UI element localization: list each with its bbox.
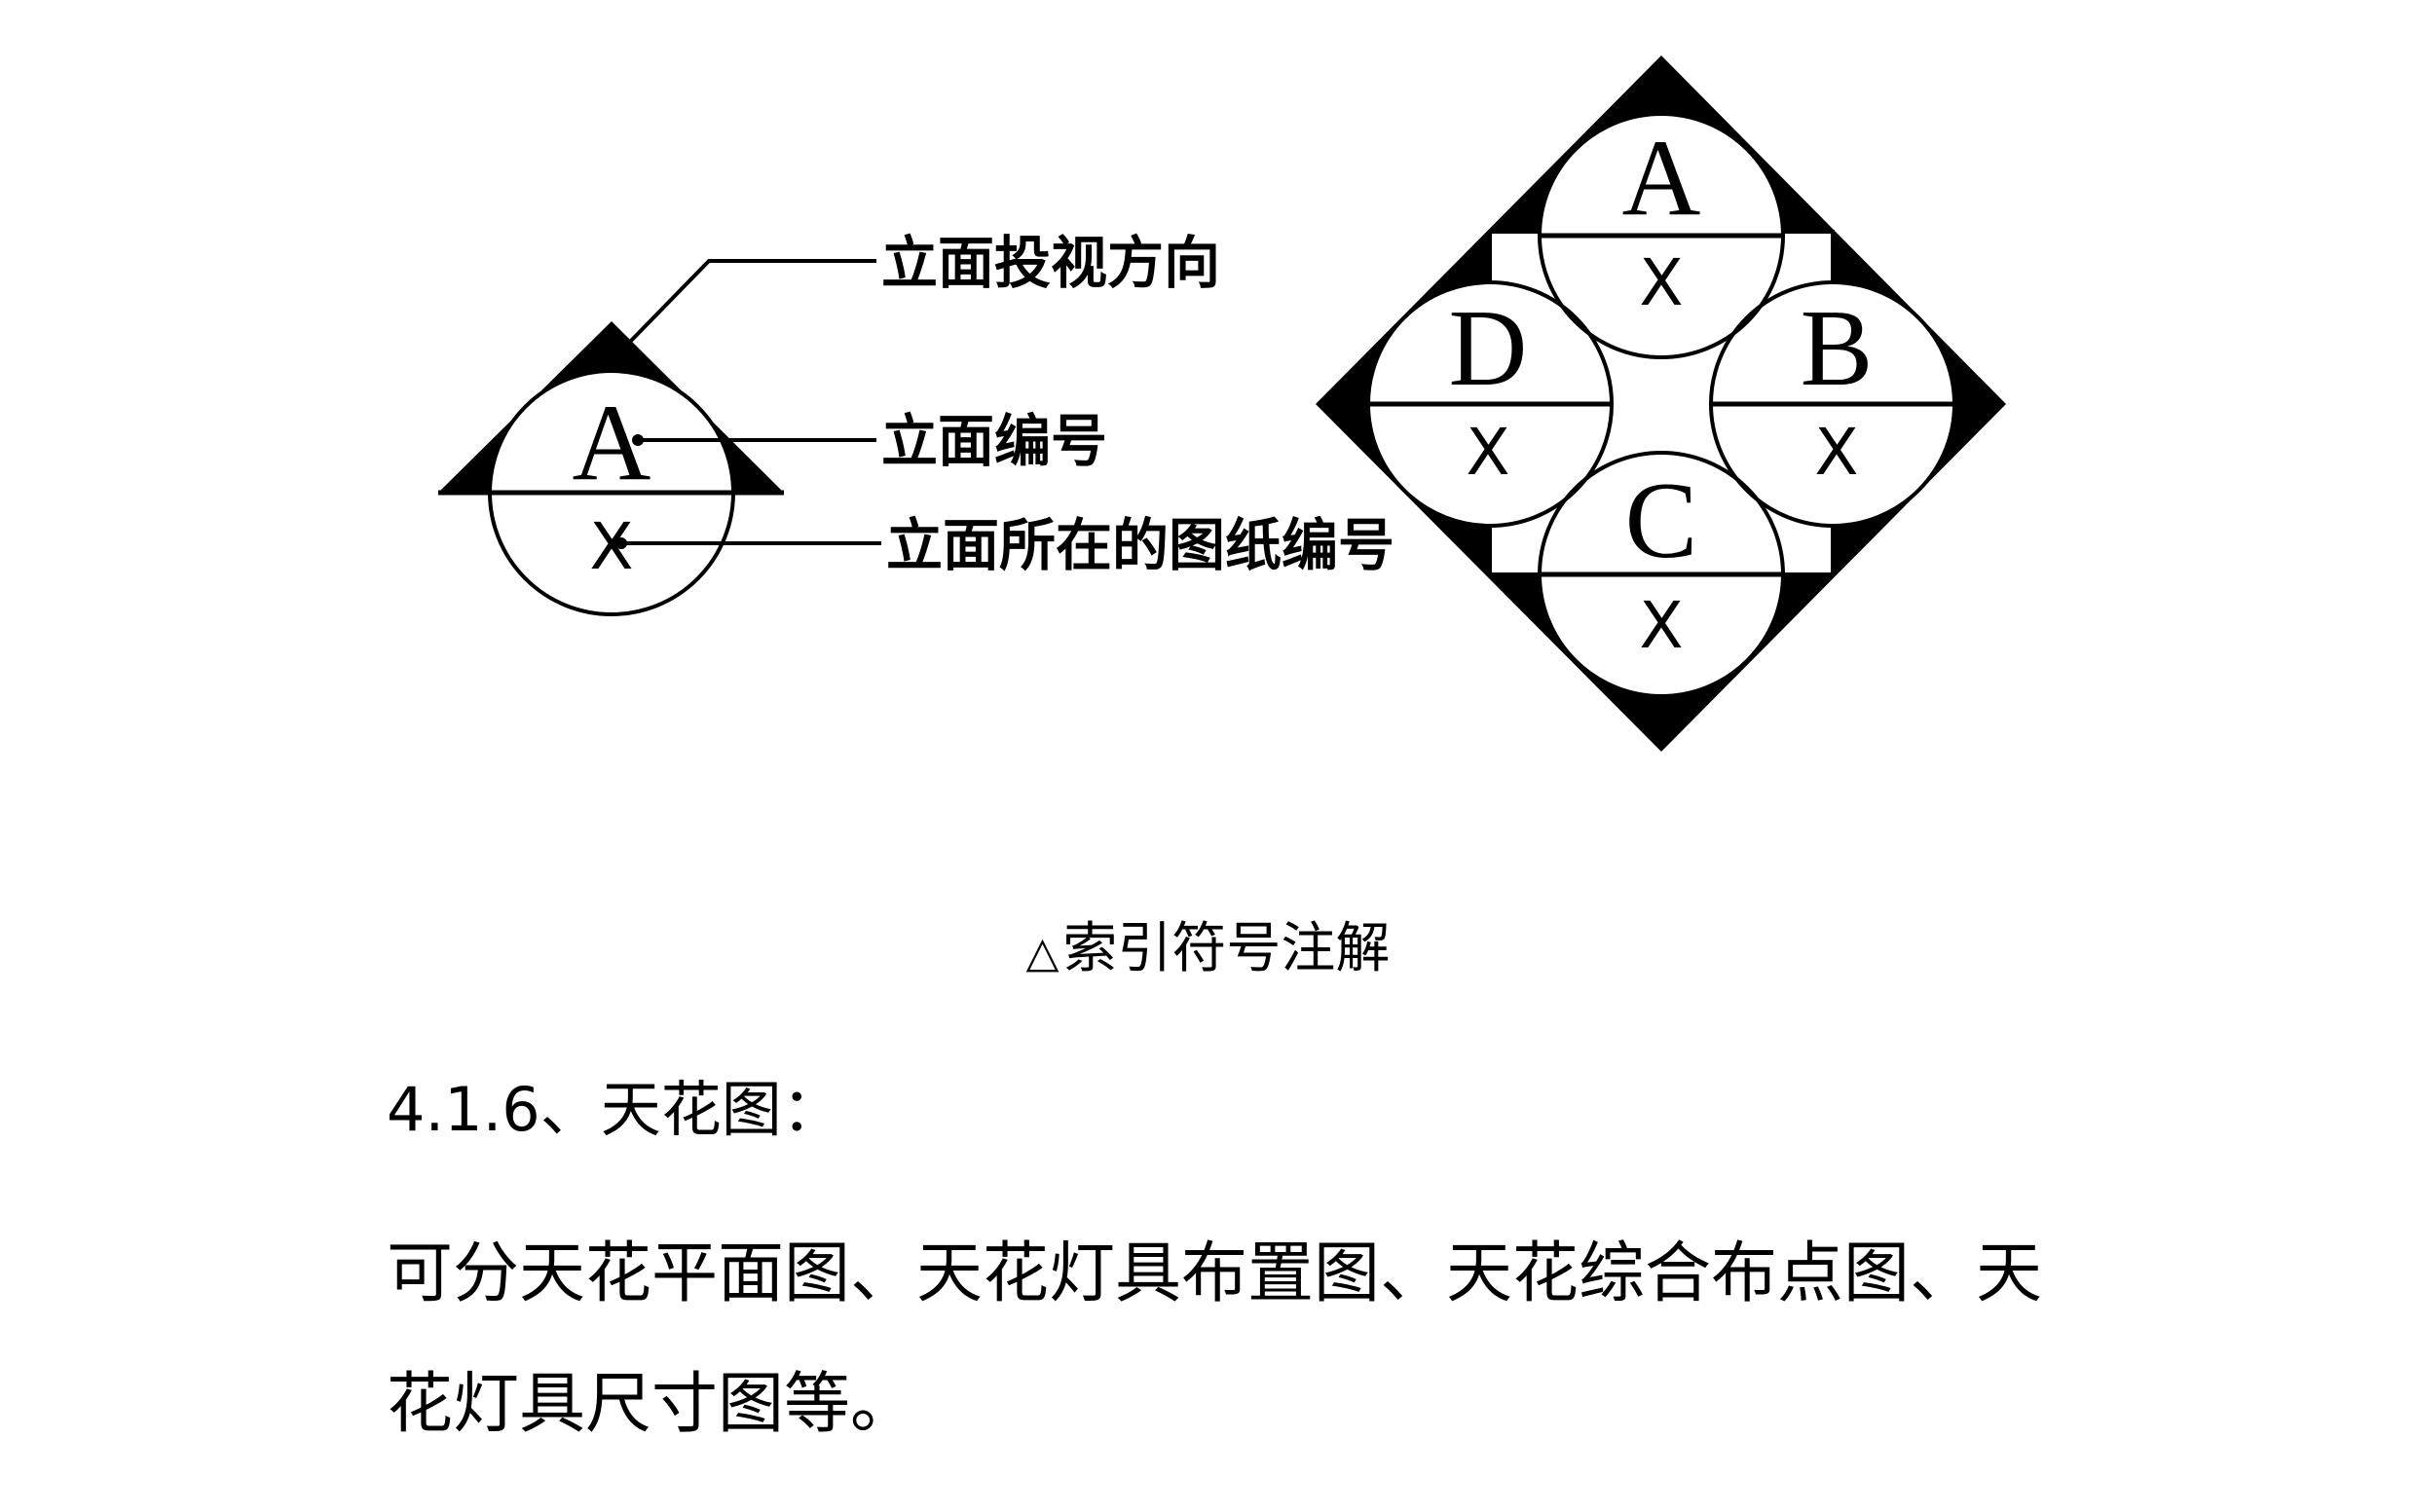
letter-bottom: C [1625, 461, 1698, 581]
sheet-mark-left: X [1466, 415, 1509, 490]
paragraph-line: 花灯具尺寸图等。 [387, 1366, 917, 1443]
sheet-mark-top: X [1639, 245, 1683, 320]
quad-index-symbol: A X B X C X D X [1316, 55, 2006, 752]
triangle-marker-icon: △ [1025, 928, 1059, 977]
sheet-mark-right: X [1814, 415, 1858, 490]
caption-text: 索引符号注解 [1062, 917, 1391, 980]
sheet-mark: X [589, 509, 633, 584]
letter-right: B [1801, 288, 1874, 409]
section-paragraph: 可分天花平面图、天花灯具布置图、天花综合布点图、天 花灯具尺寸图等。 [387, 1209, 2062, 1470]
single-index-symbol: A X [438, 321, 784, 616]
leader-direction [629, 259, 876, 343]
index-symbol-diagram: A X 立面投视方向 立面编号 立面所在的图纸编号 [438, 55, 2006, 752]
letter-left: D [1449, 288, 1528, 409]
label-elevation-number: 立面编号 [881, 408, 1107, 474]
section-heading: 4.1.6、天花图： [387, 1074, 842, 1145]
letter-top: A [1622, 118, 1701, 239]
paragraph-line: 可分天花平面图、天花灯具布置图、天花综合布点图、天 [387, 1235, 2043, 1312]
label-direction: 立面投视方向 [881, 230, 1220, 296]
sheet-mark-bottom: X [1639, 588, 1683, 663]
figure-caption: △索引符号注解 [0, 910, 2416, 992]
leader-lines [615, 259, 881, 549]
label-sheet-number: 立面所在的图纸编号 [886, 512, 1394, 578]
